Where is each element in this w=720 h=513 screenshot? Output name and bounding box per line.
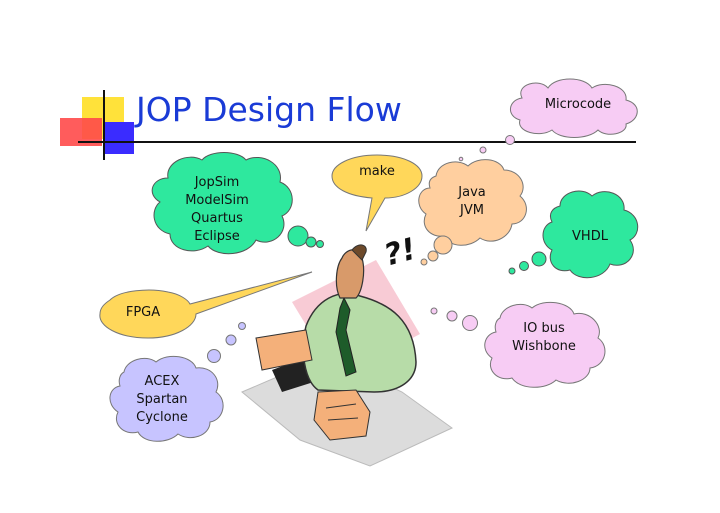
question-mark-text: ?! [381, 232, 420, 274]
make-label: make [359, 163, 395, 181]
iobus-item: Wishbone [512, 338, 576, 356]
slide-title: JOP Design Flow [136, 90, 402, 129]
iobus-item: IO bus [512, 320, 576, 338]
tool-item: Quartus [185, 210, 249, 228]
tool-item: ModelSim [185, 192, 249, 210]
java-item: Java [458, 184, 485, 202]
thinking-man-illustration [242, 245, 452, 466]
fpga-text: FPGA [126, 304, 160, 322]
question-marks: ?! [381, 232, 420, 274]
java-item: JVM [458, 202, 485, 220]
make-text: make [359, 163, 395, 181]
device-item: ACEX [136, 373, 188, 391]
tool-item: JopSim [185, 174, 249, 192]
iobus-label: IO bus Wishbone [512, 320, 576, 356]
device-item: Spartan [136, 391, 188, 409]
vhdl-label: VHDL [572, 228, 608, 246]
microcode-text: Microcode [545, 96, 611, 114]
java-label: Java JVM [458, 184, 485, 220]
tools-label: JopSim ModelSim Quartus Eclipse [185, 174, 249, 246]
device-item: Cyclone [136, 409, 188, 427]
microcode-cloud [459, 79, 637, 161]
fpga-label: FPGA [126, 304, 160, 322]
microcode-label: Microcode [545, 96, 611, 114]
vhdl-text: VHDL [572, 228, 608, 246]
devices-label: ACEX Spartan Cyclone [136, 373, 188, 427]
tool-item: Eclipse [185, 228, 249, 246]
